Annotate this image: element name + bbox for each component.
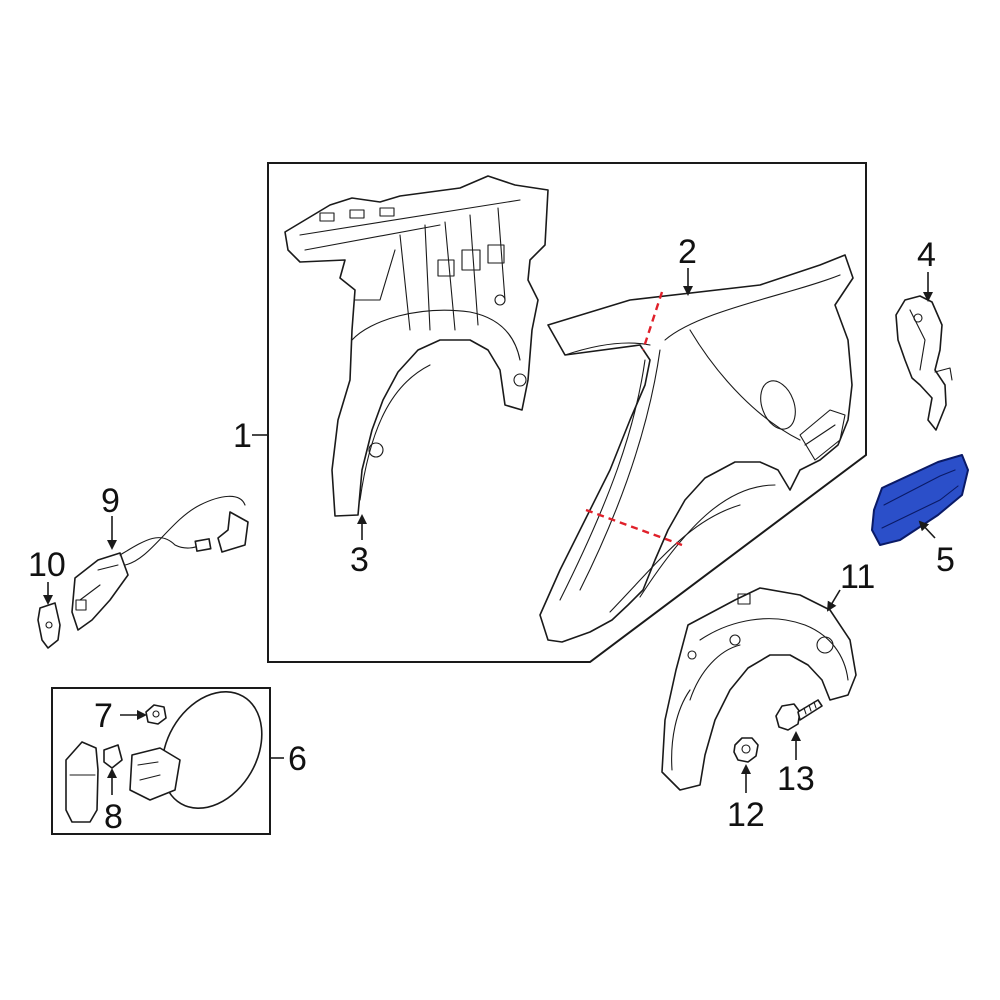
callout-9: 9 [101,482,120,520]
callout-6: 6 [288,740,307,778]
fuel-door-group-frame [51,687,271,835]
highlighted-trim-panel-part[interactable] [871,454,969,546]
inner-quarter-panel-part[interactable] [284,175,549,517]
leader-5 [918,520,936,539]
callout-1: 1 [233,417,252,455]
bracket-part[interactable] [895,295,953,431]
callout-5: 5 [936,541,955,579]
quarter-panel-part[interactable] [539,254,854,643]
callout-12: 12 [727,796,765,834]
callout-7: 7 [94,697,113,735]
callout-3: 3 [350,541,369,579]
callout-8: 8 [104,798,123,836]
callout-10: 10 [28,546,66,584]
cut-line-lower [585,508,683,547]
fuel-door-clip-part[interactable] [145,704,167,725]
fuel-door-part[interactable] [129,674,282,826]
fuel-door-bumper-part[interactable] [103,744,123,769]
nut-part[interactable] [733,737,759,763]
callout-2: 2 [678,233,697,271]
wheel-well-liner-part[interactable] [661,587,857,791]
cut-line-upper [641,291,664,351]
assembly-frame [267,162,867,663]
clip-part[interactable] [37,602,61,649]
fuel-door-housing-part[interactable] [65,741,99,823]
bolt-part[interactable] [775,699,823,731]
callout-4: 4 [917,236,936,274]
release-cable-part[interactable] [71,495,249,631]
callout-13: 13 [777,760,815,798]
callout-11: 11 [840,558,875,596]
leader-11 [826,589,841,612]
